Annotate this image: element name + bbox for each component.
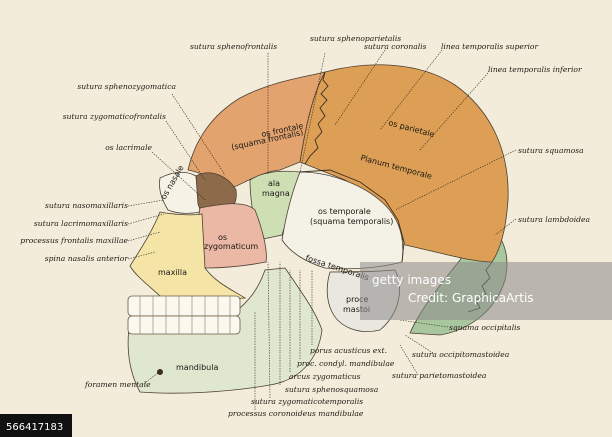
watermark-brand: GraphicaArtis — [452, 291, 534, 305]
bone-label-mastoi: mastoi — [343, 305, 370, 314]
teeth — [127, 295, 241, 335]
label-nasomaxillaris: sutura nasomaxillaris — [45, 201, 128, 210]
nasale-bone — [159, 172, 201, 214]
label-coronoideus: processus coronoideus mandibulae — [228, 409, 364, 418]
watermark-id-text: 566417183 — [6, 422, 63, 433]
coronal-suture-line — [304, 71, 329, 165]
label-foramen-mentale: foramen mentale — [84, 380, 151, 389]
bone-label-os: os — [218, 233, 227, 242]
watermark-id-badge — [0, 414, 72, 437]
label-occipitomastoidea: sutura occipitomastoidea — [412, 350, 510, 359]
zygomaticum-bone — [197, 203, 267, 269]
label-temporalis-inferior: linea temporalis inferior — [488, 65, 582, 74]
label-squamosa: sutura squamosa — [518, 146, 584, 155]
label-spina-nasalis: spina nasalis anterior — [45, 254, 129, 263]
bone-label-ala: ala — [268, 179, 280, 188]
bone-label-zygomaticum: zygomaticum — [204, 242, 258, 251]
label-processus-frontalis: processus frontalis maxillae — [20, 236, 128, 245]
label-lacrimomaxillaris: sutura lacrimomaxillaris — [34, 219, 128, 228]
label-porus: porus acusticus ext. — [310, 346, 387, 355]
label-sphenosquamosa: sutura sphenosquamosa — [285, 385, 379, 394]
label-temporalis-superior: linea temporalis superior — [441, 42, 538, 51]
leader-lines — [127, 49, 517, 410]
bone-label-squama-temporalis: (squama temporalis) — [310, 217, 393, 226]
bone-label-magna: magna — [262, 189, 290, 198]
watermark-band — [360, 262, 612, 320]
bone-label-os-temporale: os temporale — [318, 207, 371, 216]
label-lacrimale: os lacrimale — [105, 143, 152, 152]
label-sphenozygomatica: sutura sphenozygomatica — [77, 82, 176, 91]
label-sutura-top: sutura sphenoparietalis — [310, 34, 401, 43]
parietale-bone — [299, 64, 509, 263]
label-lambdoidea: sutura lambdoidea — [518, 215, 591, 224]
label-zygomaticofrontalis: sutura zygomaticofrontalis — [63, 112, 166, 121]
bone-label-proce: proce — [346, 295, 368, 304]
label-coronalis: sutura coronalis — [364, 42, 427, 51]
frontale-bone — [187, 71, 326, 189]
squamosal-suture-line — [299, 169, 405, 263]
foramen-mentale-dot — [157, 369, 163, 375]
label-parietomastoidea: sutura parietomastoidea — [392, 371, 487, 380]
label-squama-occipitalis: squama occipitalis — [449, 323, 521, 332]
bone-label-mandibula: mandibula — [176, 363, 218, 372]
label-proc-condyl: proc. condyl. mandibulae — [297, 359, 395, 368]
watermark-credit: Credit: — [408, 291, 448, 305]
label-sphenofrontalis: sutura sphenofrontalis — [190, 42, 277, 51]
bone-label-maxilla: maxilla — [158, 268, 187, 277]
label-zygomaticotemporalis: sutura zygomaticotemporalis — [251, 397, 363, 406]
watermark-band-text: getty images — [372, 273, 451, 287]
label-arcus: arcus zygomaticus — [289, 372, 361, 381]
